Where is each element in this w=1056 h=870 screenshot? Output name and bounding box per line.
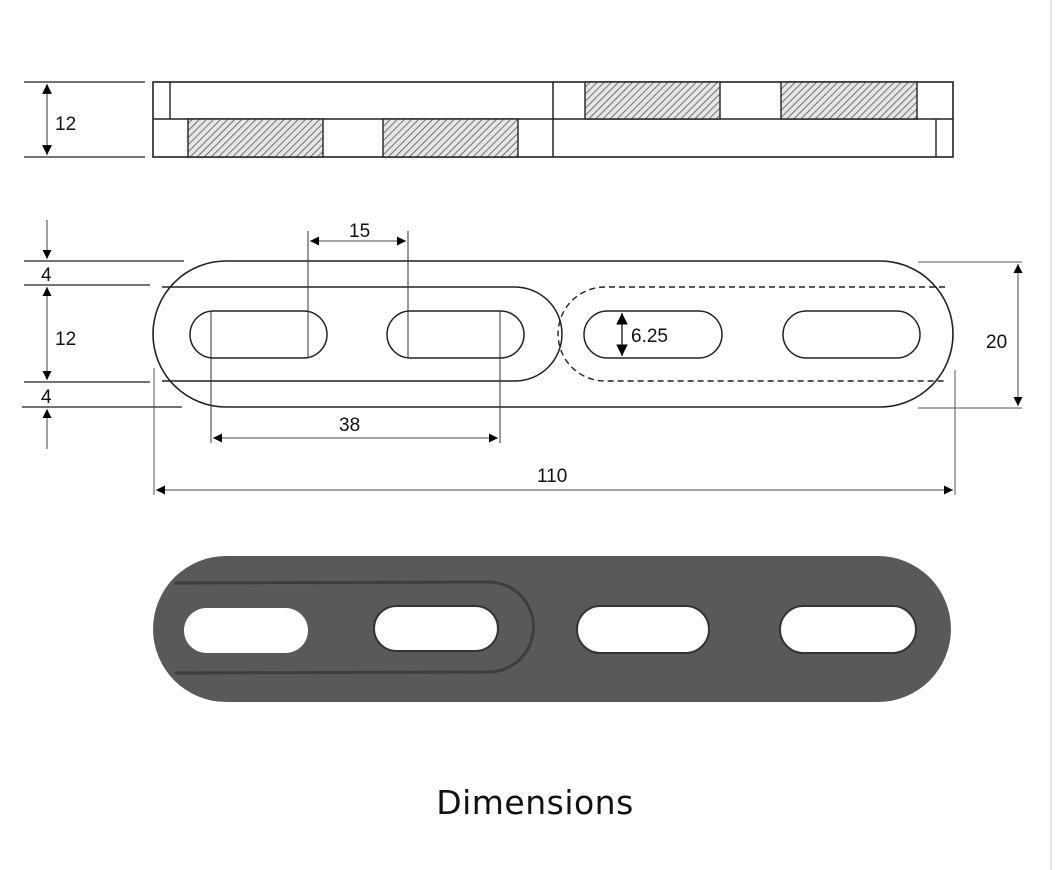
render-view xyxy=(153,556,951,702)
slot-pitch-label: 15 xyxy=(349,221,370,242)
slot-span-dimension: 38 xyxy=(210,311,501,443)
overall-width-dimension: 20 xyxy=(918,261,1023,409)
slot-pitch-dimension: 15 xyxy=(307,221,409,358)
slot-1 xyxy=(189,310,328,359)
slot-span-label: 38 xyxy=(339,415,360,436)
overall-length-label: 110 xyxy=(537,466,567,487)
inner-width-label: 12 xyxy=(55,329,76,350)
render-slot-4 xyxy=(779,605,917,654)
slot-section-2 xyxy=(382,118,519,158)
thickness-dimension: 12 xyxy=(24,81,145,158)
slot-3 xyxy=(583,310,723,359)
render-slot-2 xyxy=(373,605,499,652)
page-edge-divider xyxy=(1050,0,1052,870)
render-slot-1 xyxy=(184,608,308,653)
top-view: 15 4 12 4 38 6.25 xyxy=(22,220,1023,495)
slot-4 xyxy=(782,310,921,359)
edge-bottom-label: 4 xyxy=(41,387,52,408)
overall-length-dimension: 110 xyxy=(153,368,956,495)
side-view: 12 xyxy=(24,81,954,158)
slot-section-3 xyxy=(584,81,721,120)
slot-width-dimension: 6.25 xyxy=(616,313,668,356)
edge-dimensions: 4 12 4 xyxy=(22,220,184,449)
slot-section-1 xyxy=(187,118,324,158)
overall-width-label: 20 xyxy=(986,332,1007,353)
slot-section-4 xyxy=(780,81,918,120)
render-slot-3 xyxy=(576,605,710,654)
caption-title: Dimensions xyxy=(436,783,634,822)
thickness-label: 12 xyxy=(55,114,76,135)
slot-width-label: 6.25 xyxy=(631,326,668,347)
slot-2 xyxy=(386,310,525,359)
edge-top-label: 4 xyxy=(41,265,52,286)
